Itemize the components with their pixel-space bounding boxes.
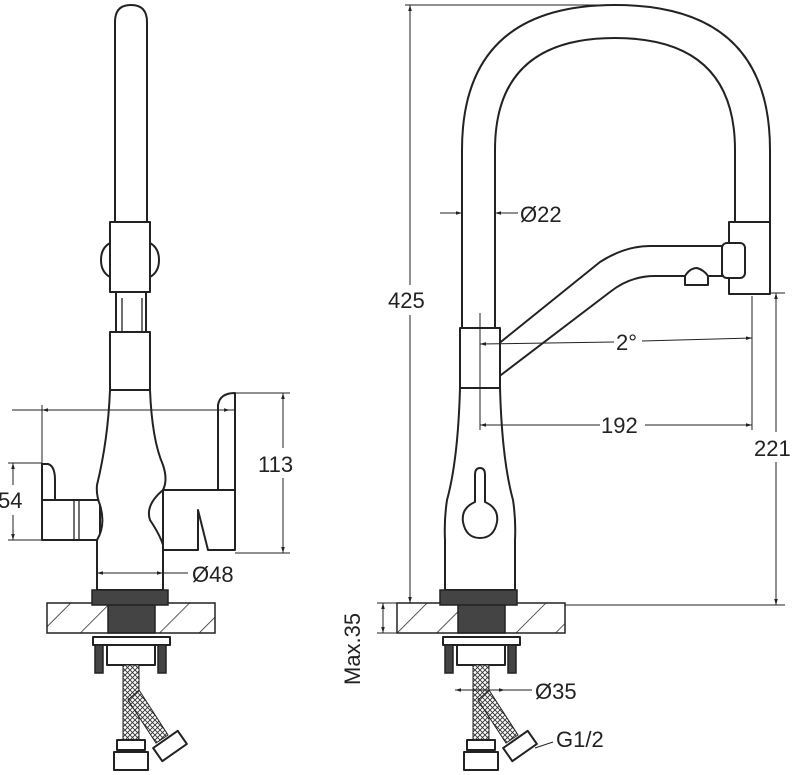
side-hose-2 [477,689,519,744]
side-hose-nut-1 [463,751,499,771]
front-base-nut [91,589,169,606]
dim-lever-height: 54 [0,488,22,513]
front-handle-collar-bump-right [149,242,160,278]
dim-spout-angle: 2° [616,330,637,355]
front-hose-nut-1 [113,751,149,771]
side-shank-thread [457,602,506,634]
side-washer [442,636,521,646]
dim-body-diameter: Ø48 [192,562,234,587]
dim-total-height: 425 [388,288,425,313]
side-mount-nut [456,644,506,666]
dim-tube-diameter: Ø22 [520,202,562,227]
dim-handle-height: 113 [258,452,293,477]
dim-spout-height: 221 [754,436,791,461]
side-spray-button [721,242,746,279]
dim-shank-diameter: Ø35 [535,679,577,704]
front-shank-thread [107,602,156,634]
front-hose-fitting-1 [116,739,146,751]
side-bolt-left [444,644,454,674]
dim-max-counter: Max.35 [340,613,365,685]
side-hose-nut-2 [502,729,538,763]
side-keyhole [461,467,499,539]
dim-spout-reach: 192 [601,413,638,438]
side-bolt-right [507,644,517,674]
front-handle-collar-bump-left [100,242,111,278]
front-left-handle [41,499,101,541]
front-spout-tube [114,4,148,223]
front-hose-2 [127,689,169,744]
front-sleeve [109,331,151,391]
front-bolt-right [157,644,167,674]
dim-connection-thread: G1/2 [556,727,604,752]
side-view: 425 Ø22 2° 192 221 Max.35 Ø35 G1/2 [340,4,791,771]
side-spout-arm [496,245,723,379]
side-gooseneck [461,4,771,331]
front-view: 113 54 Ø48 [0,4,293,771]
front-collar [109,221,151,293]
front-right-handle-block [162,489,236,551]
front-right-lever [217,392,236,491]
side-aerator-knob [684,267,709,286]
front-washer [92,636,171,646]
front-hose-nut-2 [152,729,188,763]
side-base-nut [439,589,518,606]
front-body [95,389,167,591]
front-mount-nut [106,644,156,666]
front-bolt-left [94,644,104,674]
front-left-lever [41,463,56,501]
side-hose-fitting-1 [466,739,496,751]
